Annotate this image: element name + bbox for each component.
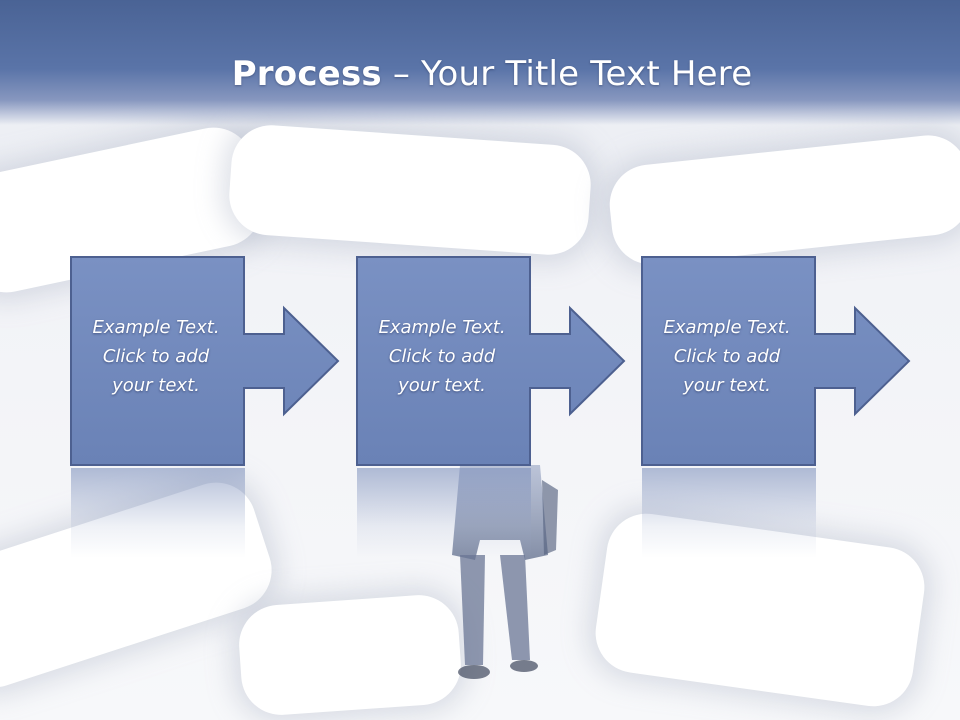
process-step-2[interactable]: Example Text. Click to add your text.: [356, 256, 626, 466]
step-text[interactable]: Example Text. Click to add your text.: [641, 313, 813, 400]
step-text-line: Click to add: [102, 346, 210, 367]
step-text-line: Example Text.: [378, 317, 506, 338]
arrow-box-shape: [70, 256, 340, 466]
slide-title[interactable]: Process – Your Title Text Here: [0, 52, 960, 96]
arrow-box-shape: [641, 256, 911, 466]
puzzle-piece-bg: [226, 122, 594, 258]
title-rest-text: – Your Title Text Here: [381, 54, 753, 94]
step-text-line: your text.: [683, 375, 771, 396]
step-text-line: your text.: [112, 375, 200, 396]
step-text-line: your text.: [398, 375, 486, 396]
step-text[interactable]: Example Text. Click to add your text.: [70, 313, 242, 400]
step-text[interactable]: Example Text. Click to add your text.: [356, 313, 528, 400]
arrow-box-shape: [356, 256, 626, 466]
step-text-line: Example Text.: [92, 317, 220, 338]
step-reflection: [642, 468, 816, 558]
puzzle-piece-bg: [605, 131, 960, 269]
step-reflection: [357, 468, 531, 558]
process-step-1[interactable]: Example Text. Click to add your text.: [70, 256, 340, 466]
title-bold-text: Process: [231, 54, 382, 94]
title-band: [0, 0, 960, 125]
step-text-line: Click to add: [673, 346, 781, 367]
step-text-line: Click to add: [388, 346, 496, 367]
process-step-3[interactable]: Example Text. Click to add your text.: [641, 256, 911, 466]
step-reflection: [71, 468, 245, 558]
step-text-line: Example Text.: [663, 317, 791, 338]
